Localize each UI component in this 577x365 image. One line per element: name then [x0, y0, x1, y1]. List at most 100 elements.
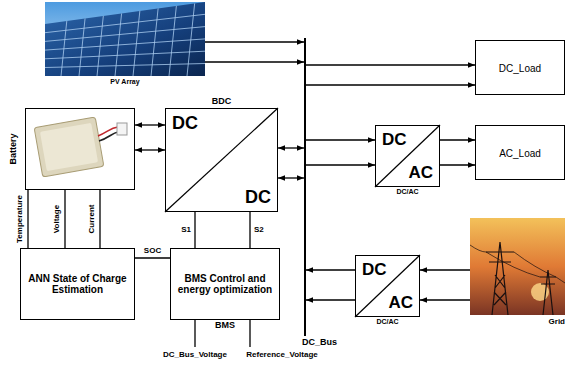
drawing-part [45, 64, 205, 68]
node-sublabel: BMS [215, 321, 235, 331]
node-label: Grid [549, 318, 565, 327]
signal-label: Voltage [53, 205, 62, 233]
dusk-sky [470, 218, 565, 315]
drawing-part [355, 255, 420, 317]
node-label: DC_Bus [302, 338, 337, 348]
connector [64, 190, 65, 248]
battery-box: Battery [25, 108, 135, 190]
connector [135, 257, 170, 258]
node-sublabel: DC [245, 188, 271, 206]
drawing-part [169, 0, 177, 76]
connector [306, 64, 475, 65]
drawing-part [45, 39, 205, 50]
signal-label: Current [88, 205, 97, 234]
inverter-box: DCACDC/AC [355, 255, 420, 317]
node-label: BDC [212, 97, 232, 107]
load-box: DC_Load [475, 40, 565, 95]
drawing-part [151, 0, 159, 76]
connector [306, 269, 355, 270]
connector [27, 190, 28, 248]
connector [440, 139, 475, 140]
estimator-box: ANN State of Charge Estimation [20, 248, 135, 320]
drawing-part [187, 0, 195, 76]
pouch-face [40, 123, 98, 171]
drawing-part [375, 125, 440, 187]
battery-picture [34, 117, 127, 177]
plug [117, 123, 127, 135]
red-wire [98, 127, 118, 136]
connector [99, 190, 100, 248]
drawing-part [165, 108, 278, 212]
drawing-part [470, 245, 565, 283]
sky [45, 2, 205, 76]
node-label: Battery [9, 133, 19, 164]
inverter-box: DCACDC/AC [375, 125, 440, 187]
drawing-part [45, 27, 205, 42]
connector [278, 177, 304, 178]
connector [205, 41, 304, 42]
node-label: BMS Control and energy optimization [176, 273, 274, 295]
connector [420, 299, 470, 300]
node-sublabel: DC/AC [376, 318, 398, 326]
connectors [28, 42, 475, 300]
drawing-part [45, 14, 205, 32]
converter-diagonal [165, 108, 440, 317]
connector [249, 212, 250, 248]
connector [278, 147, 304, 148]
drawing-part [540, 270, 556, 315]
node-sublabel: AC [408, 164, 433, 181]
pylons [470, 242, 565, 315]
node-sublabel: AC [388, 294, 413, 311]
signal-label: SOC [144, 247, 161, 256]
signal-label: Temperature [16, 195, 25, 243]
node-label: AC_Load [499, 147, 541, 158]
connector [194, 212, 195, 248]
controller-box: BMS Control and energy optimizationBMS [170, 248, 280, 320]
panel-cells [45, 0, 205, 76]
signal-label: S1 [181, 226, 191, 235]
drawing-part [194, 320, 195, 347]
drawing-part [97, 0, 105, 76]
bus-bar: DC_Bus [304, 38, 306, 336]
drawing-part [79, 0, 87, 76]
connector [420, 269, 470, 270]
connector [306, 299, 355, 300]
drawing-part [249, 320, 250, 347]
pouch-cell [34, 117, 104, 177]
black-wire [99, 132, 118, 141]
load-box: AC_Load [475, 125, 565, 180]
converter-box: BDCDCDC [165, 108, 278, 212]
signal-name: DC_Bus_Voltage [163, 351, 227, 360]
drawing-part [486, 242, 514, 315]
connector [306, 164, 375, 165]
signal-label: S2 [254, 226, 264, 235]
node-label: PV Array [110, 78, 139, 86]
connector [306, 139, 375, 140]
pv-picture [45, 0, 205, 76]
drawing-part [45, 51, 205, 59]
drawing-part [115, 0, 123, 76]
signal-name: Reference_Voltage [246, 351, 317, 360]
node-label: DC_Load [499, 62, 541, 73]
grid-source: Grid [470, 218, 565, 315]
node-sublabel: DC [172, 114, 198, 132]
connector [205, 61, 304, 62]
node-label: ANN State of Charge Estimation [26, 273, 129, 295]
connector [306, 84, 475, 85]
input-wire [195, 320, 250, 347]
drawing-part [61, 0, 69, 76]
node-label: DC [382, 131, 407, 148]
connector [440, 164, 475, 165]
connector [135, 124, 165, 125]
node-label: DC [362, 261, 387, 278]
node-sublabel: DC/AC [396, 188, 418, 196]
pv-array: PV Array [45, 2, 205, 86]
solar-panel [45, 2, 205, 76]
grid-picture [470, 218, 565, 315]
drawing-part [133, 0, 141, 76]
connector [135, 149, 165, 150]
